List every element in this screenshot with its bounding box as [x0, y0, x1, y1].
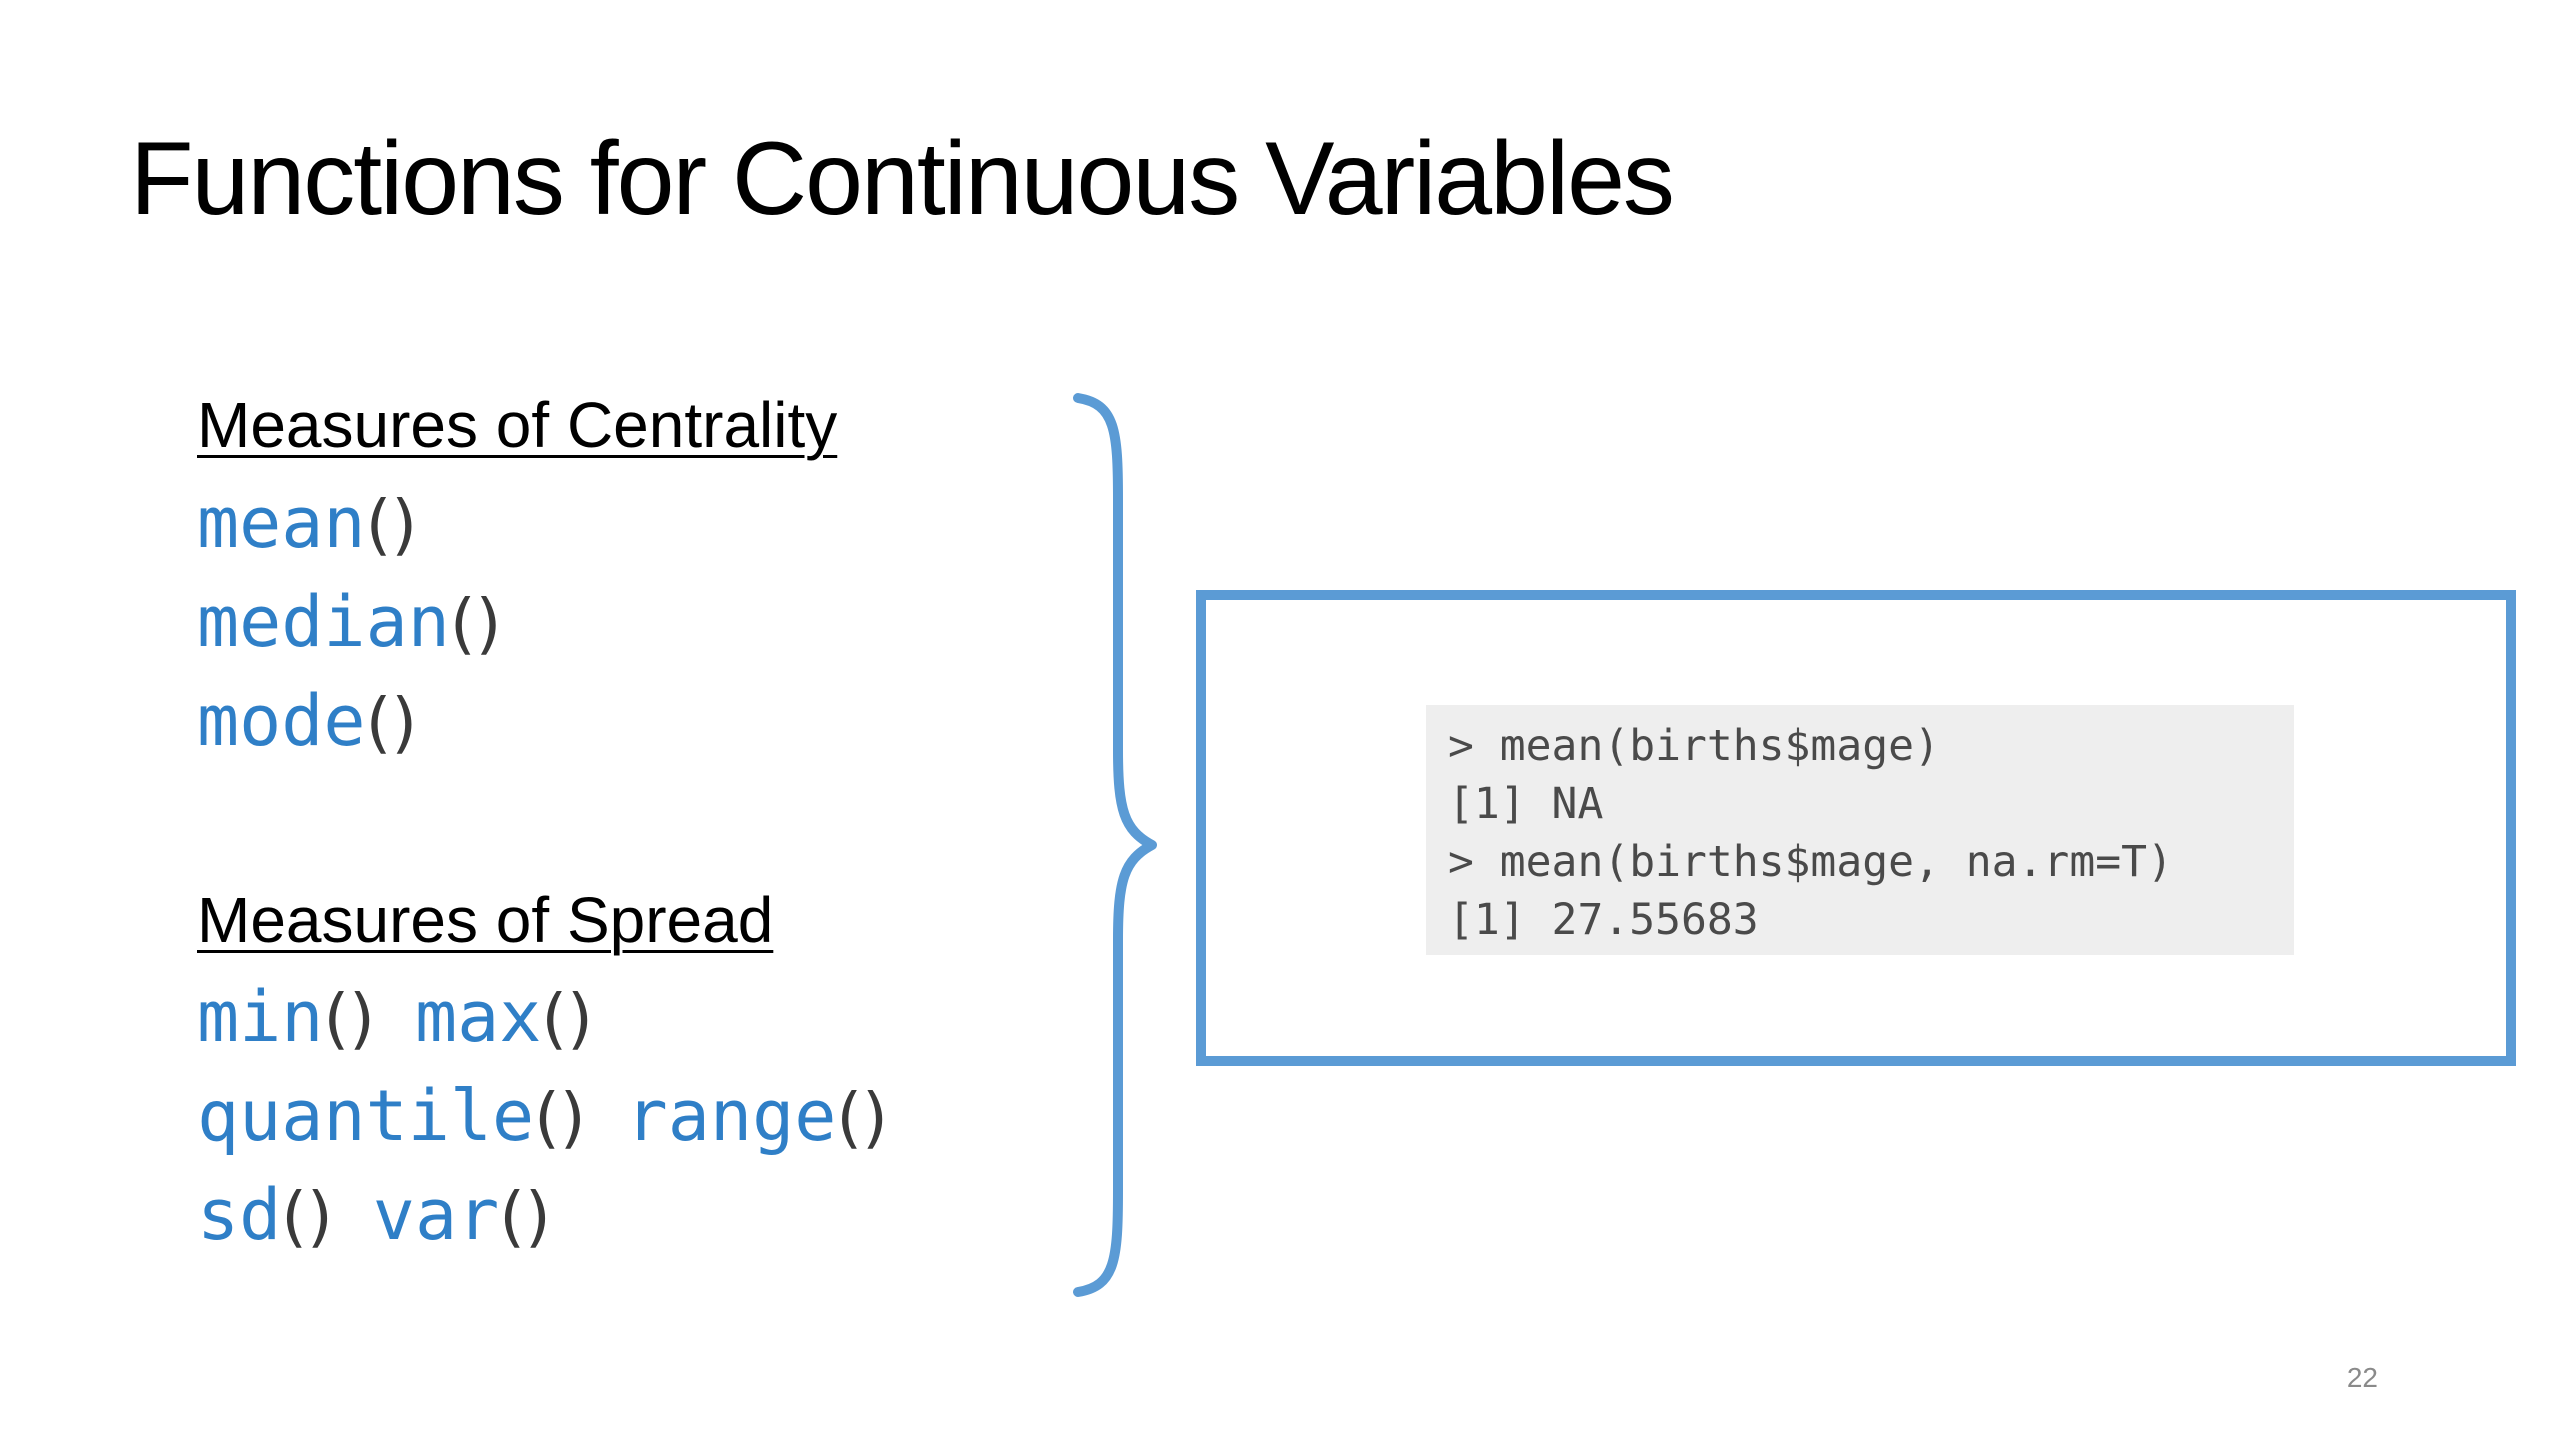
- function-line-median: median(): [197, 587, 501, 657]
- function-name: mode: [197, 680, 366, 762]
- output-frame: [1196, 590, 2516, 1066]
- function-line-mode: mode(): [197, 686, 417, 756]
- function-name: range: [625, 1075, 837, 1157]
- console-line: [1] 27.55683: [1448, 895, 1759, 945]
- function-parens: (): [499, 1178, 551, 1255]
- spread-heading: Measures of Spread: [197, 884, 774, 956]
- function-parens: (): [323, 980, 375, 1057]
- function-name: quantile: [197, 1075, 535, 1157]
- function-name: median: [197, 581, 450, 663]
- function-line-quantile-range: quantile()range(): [197, 1081, 888, 1151]
- function-line-min-max: min()max(): [197, 982, 593, 1052]
- page-number: 22: [2346, 1362, 2378, 1393]
- function-parens: (): [281, 1178, 333, 1255]
- r-console-output: > mean(births$mage) [1] NA > mean(births…: [1426, 705, 2294, 955]
- centrality-heading: Measures of Centrality: [197, 389, 838, 461]
- slide-title: Functions for Continuous Variables: [130, 121, 1675, 237]
- console-line: > mean(births$mage): [1448, 721, 1940, 771]
- console-line: [1] NA: [1448, 779, 1604, 829]
- function-name: var: [372, 1174, 500, 1256]
- console-line: > mean(births$mage, na.rm=T): [1448, 837, 2173, 887]
- function-name: sd: [197, 1174, 282, 1256]
- function-parens: (): [534, 1079, 586, 1156]
- function-name: max: [414, 976, 542, 1058]
- function-name: mean: [197, 482, 366, 564]
- right-curly-brace-icon: [1073, 393, 1157, 1297]
- function-parens: (): [449, 585, 502, 662]
- function-parens: (): [836, 1079, 888, 1156]
- function-parens: (): [541, 980, 593, 1057]
- function-name: min: [197, 976, 324, 1058]
- function-line-sd-var: sd()var(): [197, 1180, 551, 1250]
- function-line-mean: mean(): [197, 488, 417, 558]
- function-parens: (): [365, 684, 418, 761]
- function-parens: (): [365, 486, 418, 563]
